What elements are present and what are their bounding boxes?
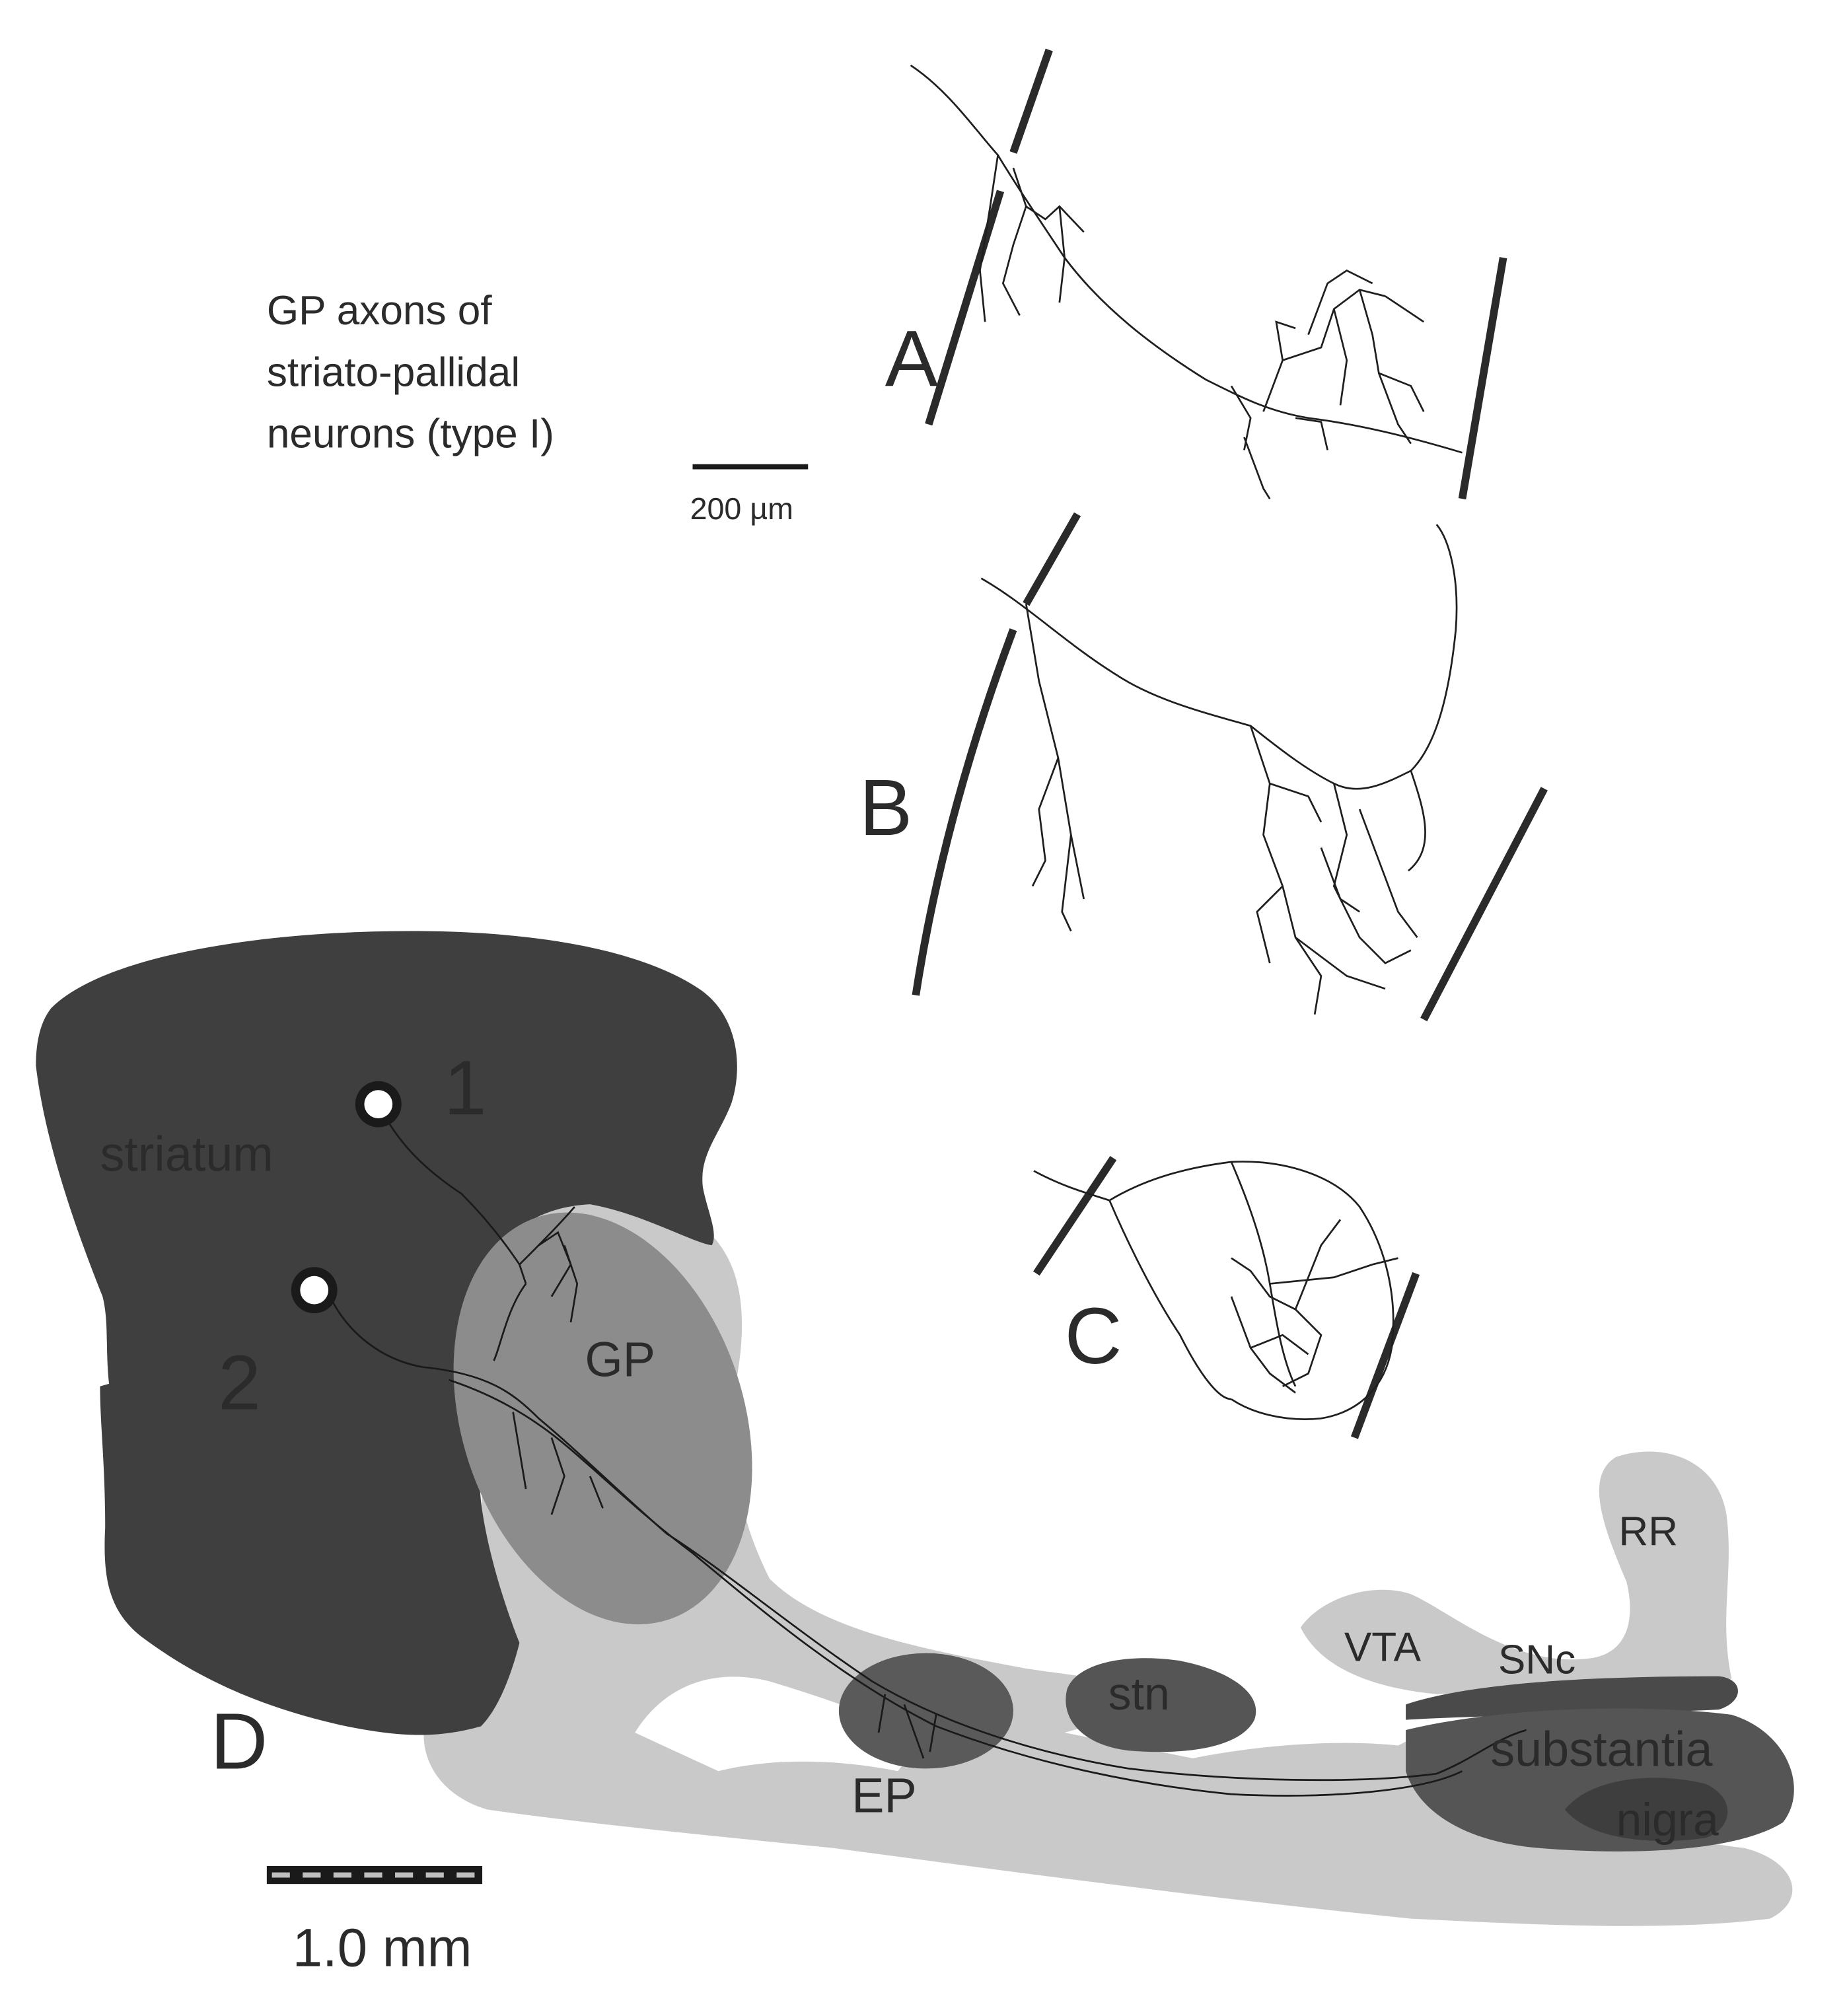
label-nigra: nigra bbox=[1616, 1793, 1720, 1845]
boundary-line bbox=[1420, 787, 1548, 1022]
boundary-line bbox=[1458, 257, 1507, 500]
scale-label-200um: 200 µm bbox=[690, 491, 793, 526]
label-snc: SNc bbox=[1498, 1638, 1575, 1683]
white-notch bbox=[635, 1676, 924, 1772]
panel-label-a: A bbox=[885, 314, 939, 403]
label-stn: stn bbox=[1108, 1668, 1170, 1719]
substantia-nigra-inner bbox=[1564, 1778, 1728, 1842]
label-vta: VTA bbox=[1344, 1624, 1422, 1670]
scale-label-1mm: 1.0 mm bbox=[293, 1918, 472, 1978]
axon-tracing bbox=[980, 524, 1458, 1015]
label-rr: RR bbox=[1618, 1509, 1678, 1555]
title-line-2: striato-pallidal bbox=[267, 349, 520, 395]
boundary-line bbox=[1350, 1272, 1420, 1439]
stn-region bbox=[1066, 1658, 1256, 1752]
striatum-region bbox=[36, 931, 737, 1735]
label-gp: GP bbox=[585, 1332, 655, 1386]
panel-d: striatum GP EP stn VTA SNc RR substantia… bbox=[36, 931, 1794, 1978]
figure-title: GP axons of striato-pallidal neurons (ty… bbox=[267, 288, 554, 456]
boundary-line bbox=[1033, 1155, 1117, 1276]
panel-c: C bbox=[1033, 1155, 1420, 1439]
panel-label-d: D bbox=[210, 1696, 268, 1785]
snc-region bbox=[1406, 1676, 1738, 1720]
scale-bar-1mm bbox=[266, 1865, 483, 1885]
panel-label-c: C bbox=[1065, 1291, 1122, 1381]
boundary-line bbox=[925, 48, 1053, 426]
title-line-3: neurons (type I) bbox=[267, 411, 554, 456]
midbrain-region bbox=[1300, 1451, 1732, 1694]
title-line-1: GP axons of bbox=[267, 288, 492, 334]
boundary-line bbox=[912, 628, 1017, 996]
boundary-line bbox=[1023, 512, 1081, 606]
panel-a: A bbox=[885, 48, 1507, 500]
ep-region bbox=[838, 1653, 1013, 1769]
neuron-projections bbox=[326, 1104, 1527, 1797]
neuron-2-cell bbox=[291, 1267, 338, 1314]
label-striatum: striatum bbox=[100, 1127, 273, 1182]
label-substantia: substantia bbox=[1490, 1722, 1713, 1777]
panel-label-b: B bbox=[859, 763, 912, 852]
neuron-1-cell bbox=[355, 1081, 402, 1128]
panel-b: B bbox=[859, 512, 1548, 1022]
gp-region bbox=[453, 1212, 752, 1625]
label-neuron-2: 2 bbox=[218, 1340, 261, 1426]
axon-tracing bbox=[910, 64, 1463, 499]
label-ep: EP bbox=[851, 1768, 916, 1822]
axon-tracing bbox=[1033, 1161, 1398, 1420]
label-neuron-1: 1 bbox=[444, 1045, 487, 1131]
